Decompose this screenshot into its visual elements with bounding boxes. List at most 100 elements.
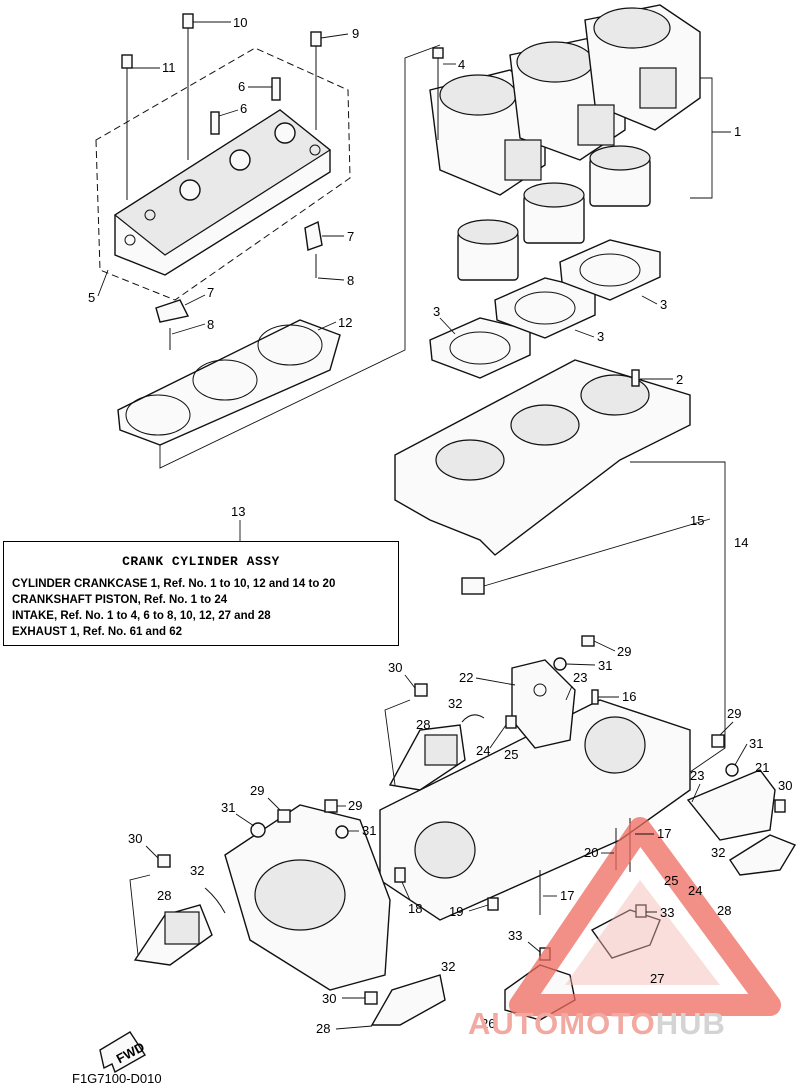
callout-14: 14 [734, 535, 748, 550]
callout-30d: 30 [322, 991, 336, 1006]
head-hole [144, 209, 156, 221]
cylinder-group [429, 4, 713, 379]
mount-damper-28-right [729, 834, 797, 876]
bracket-7-lower [155, 299, 190, 323]
watermark-part1: AUTOMOTO [468, 1006, 656, 1041]
callout-24b: 24 [688, 883, 702, 898]
head-boss [229, 149, 251, 171]
dowel-16 [591, 689, 599, 705]
manifold-face [254, 859, 346, 931]
callout-29d: 29 [348, 798, 362, 813]
callout-23b: 23 [690, 768, 704, 783]
bolt-30-left [157, 854, 171, 868]
mount-damper-28-bottom [370, 974, 446, 1026]
cylinder-bore-2 [516, 41, 594, 83]
document-code: F1G7100-D010 [72, 1071, 162, 1086]
callout-6a: 6 [238, 79, 245, 94]
dowel-6a [271, 77, 281, 101]
bolt-30-right [774, 799, 786, 813]
bolt-18 [394, 867, 406, 883]
callout-26: 26 [481, 1016, 495, 1031]
callout-28c: 28 [157, 888, 171, 903]
callout-33a: 33 [508, 928, 522, 943]
head-hole [124, 234, 136, 246]
bracket-1 [690, 77, 713, 199]
callout-32b: 32 [711, 845, 725, 860]
callout-28d: 28 [316, 1021, 330, 1036]
base-gasket-3 [559, 239, 661, 301]
callout-31d: 31 [362, 823, 376, 838]
bracket-14 [630, 461, 726, 773]
group-bracket [159, 44, 441, 469]
crank-bore-2 [510, 404, 580, 446]
exhaust-port-2 [577, 104, 615, 146]
callout-2: 2 [676, 372, 683, 387]
callout-32c: 32 [190, 863, 204, 878]
watermark-part2: HUB [655, 1006, 726, 1041]
callout-31b: 31 [749, 736, 763, 751]
washer-31 [553, 657, 567, 671]
piston-3 [589, 145, 651, 207]
callout-7b: 7 [207, 285, 214, 300]
head-dash-frame [95, 47, 351, 301]
seal-15 [461, 577, 485, 595]
callout-19: 19 [449, 904, 463, 919]
callouts: 10 9 11 6 6 4 1 7 8 5 7 8 12 3 3 3 2 13 [88, 15, 792, 1036]
bolt-29-manifold-b [324, 799, 338, 813]
callout-16: 16 [622, 689, 636, 704]
callout-5: 5 [88, 290, 95, 305]
callout-4: 4 [458, 57, 465, 72]
callout-29a: 29 [617, 644, 631, 659]
bolt-29-manifold [277, 809, 291, 823]
callout-29b: 29 [727, 706, 741, 721]
info-line: EXHAUST 1, Ref. No. 61 and 62 [12, 626, 182, 638]
watermark-text: AUTOMOTOHUB [468, 1006, 726, 1042]
bolt-30-bottom [364, 991, 378, 1005]
callout-29c: 29 [250, 783, 264, 798]
bolt-33-b [635, 904, 647, 918]
piston-2 [523, 182, 585, 244]
head-boss [274, 122, 296, 144]
bracket-7-upper [304, 220, 323, 251]
callout-6b: 6 [240, 101, 247, 116]
callout-25a: 25 [504, 747, 518, 762]
callout-32a: 32 [448, 696, 462, 711]
info-line: INTAKE, Ref. No. 1 to 4, 6 to 8, 10, 12,… [12, 610, 271, 622]
callout-28a: 28 [416, 717, 430, 732]
callout-12: 12 [338, 315, 352, 330]
dowel-2 [631, 369, 640, 387]
head-gasket [117, 319, 341, 446]
cylinder-head-top [113, 109, 332, 256]
callout-23a: 23 [573, 670, 587, 685]
washer-31-right [725, 763, 739, 777]
dowel-6b [210, 111, 220, 135]
callout-30b: 30 [778, 778, 792, 793]
bolt-29-right [711, 734, 725, 748]
engine-mount-27 [590, 909, 661, 959]
callout-1: 1 [734, 124, 741, 139]
gasket-bore [257, 324, 323, 366]
cylinder-bore-3 [593, 7, 671, 49]
callout-25b: 25 [664, 873, 678, 888]
callout-28b: 28 [717, 903, 731, 918]
callout-3a: 3 [433, 304, 440, 319]
exhaust-port-3 [639, 67, 677, 109]
callout-24a: 24 [476, 743, 490, 758]
crank-bore-1 [435, 439, 505, 481]
info-box: CRANK CYLINDER ASSY CYLINDER CRANKCASE 1… [3, 541, 399, 646]
mount-rubber [424, 734, 458, 766]
info-line: CRANKSHAFT PISTON, Ref. No. 1 to 24 [12, 594, 228, 606]
callout-33b: 33 [660, 905, 674, 920]
head-hole [309, 144, 321, 156]
callout-3c: 3 [660, 297, 667, 312]
mount-leader-left [129, 874, 151, 956]
callout-17a: 17 [657, 826, 671, 841]
callout-30a: 30 [388, 660, 402, 675]
base-gasket-1 [429, 317, 531, 379]
cylinder-bore-1 [439, 74, 517, 116]
callout-10: 10 [233, 15, 247, 30]
bolt-4-head [432, 47, 444, 59]
callout-21: 21 [755, 760, 769, 775]
callout-31c: 31 [221, 800, 235, 815]
